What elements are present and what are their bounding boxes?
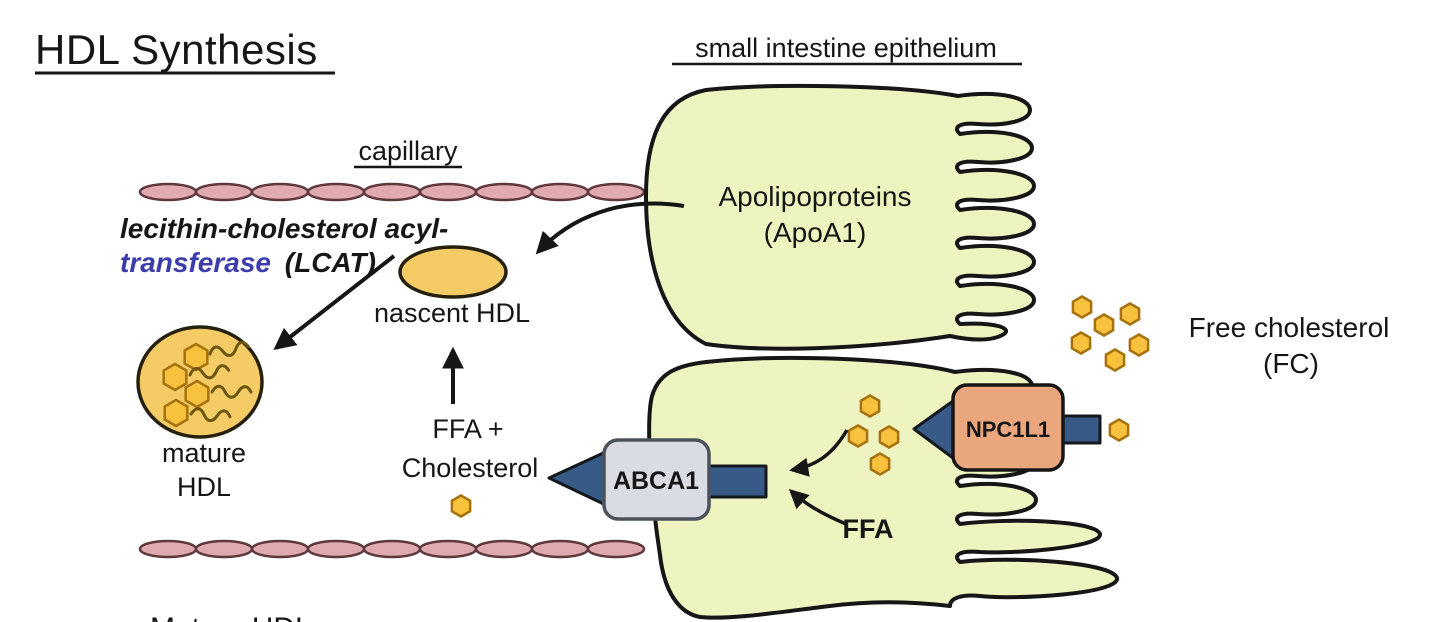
bottom-cutoff-caption: Mature HDL — [150, 612, 312, 622]
cholesterol-hexagon-icon — [869, 452, 891, 476]
capillary-segment — [474, 539, 534, 559]
capillary-segment — [530, 182, 590, 202]
mature-hdl-label-line2: HDL — [177, 472, 231, 502]
apolipoproteins-label-line1: Apolipoproteins — [718, 181, 911, 212]
apolipoproteins-label-line2: (ApoA1) — [764, 217, 867, 248]
cholesterol-hexagon-icon — [450, 494, 472, 518]
capillary-segment — [474, 182, 534, 202]
cholesterol-hexagon-icon — [162, 362, 188, 392]
cholesterol-hexagon-icon — [859, 394, 881, 418]
capillary-segment — [250, 182, 310, 202]
mature-hdl-label-line1: mature — [162, 438, 246, 468]
exported-cholesterol-molecule — [450, 494, 472, 518]
ffa-to-abca1-arrow — [788, 489, 847, 526]
capillary-segment — [362, 539, 422, 559]
abca1-label: ABCA1 — [613, 467, 699, 495]
capillary-segment — [138, 539, 198, 559]
fatty-acyl-tail-icon — [189, 407, 232, 423]
lcat-label-line2: transferase (LCAT) — [120, 247, 376, 278]
cholesterol-hexagon-icon — [1070, 331, 1092, 355]
capillary-segment — [586, 182, 646, 202]
lcat-maturation-arrow — [273, 254, 396, 351]
capillary-segment — [250, 539, 310, 559]
cholesterol-to-abca1-arrow — [789, 429, 849, 477]
capillary-segment — [418, 539, 478, 559]
capillary-segment — [362, 182, 422, 202]
upper-epithelial-cell — [644, 83, 1036, 351]
cholesterol-hexagon-icon — [184, 379, 210, 409]
npc1l1-transporter — [951, 383, 1065, 472]
fatty-acyl-tail-icon — [208, 340, 250, 357]
cholesterol-hexagon-icon — [1071, 295, 1093, 319]
capillary-label: capillary — [358, 136, 458, 166]
cholesterol-hexagon-icon — [1104, 348, 1126, 372]
ffa-label: FFA — [843, 514, 894, 544]
capillary-bottom-vessel — [138, 539, 646, 559]
nascent-hdl-particle — [398, 245, 508, 299]
lcat-label-line1: lecithin-cholesterol acyl- — [120, 213, 448, 244]
cholesterol-hexagon-icon — [878, 425, 900, 449]
lcat-label-line2-enzyme: transferase — [120, 247, 279, 278]
cholesterol-hexagon-icon — [1108, 418, 1130, 442]
cholesterol-hexagon-icon — [1093, 313, 1115, 337]
epithelium-label: small intestine epithelium — [695, 33, 997, 63]
cholesterol-hexagon-icon — [163, 398, 189, 428]
cholesterol-hexagon-icon — [1119, 302, 1141, 326]
capillary-segment — [306, 539, 366, 559]
cholesterol-label: Cholesterol — [402, 453, 539, 483]
lcat-label-line2-abbrev: (LCAT) — [285, 247, 376, 278]
capillary-segment — [418, 182, 478, 202]
capillary-segment — [194, 182, 254, 202]
npc1l1-label: NPC1L1 — [966, 417, 1050, 442]
ffa-plus-label: FFA + — [432, 414, 503, 444]
capillary-segment — [138, 182, 198, 202]
free-cholesterol-cluster — [1070, 295, 1150, 372]
luminal-cholesterol-molecule — [1108, 418, 1130, 442]
cholesterol-hexagon-icon — [183, 342, 209, 372]
cholesterol-hexagon-icon — [847, 424, 869, 448]
abca1-transporter — [602, 438, 711, 521]
fatty-acyl-tail-icon — [210, 384, 253, 399]
capillary-segment — [194, 539, 254, 559]
capillary-top-vessel — [138, 182, 646, 202]
capillary-segment — [586, 539, 646, 559]
free-cholesterol-label-line1: Free cholesterol — [1189, 312, 1390, 343]
nascent-hdl-label: nascent HDL — [374, 298, 530, 328]
free-cholesterol-label-line2: (FC) — [1263, 348, 1319, 379]
apoa1-secretion-arrow — [535, 201, 685, 255]
fatty-acyl-tail-icon — [188, 364, 231, 380]
cholesterol-hexagon-icon — [1128, 333, 1150, 357]
page-title: HDL Synthesis — [35, 26, 318, 73]
capillary-segment — [530, 539, 590, 559]
capillary-segment — [306, 182, 366, 202]
